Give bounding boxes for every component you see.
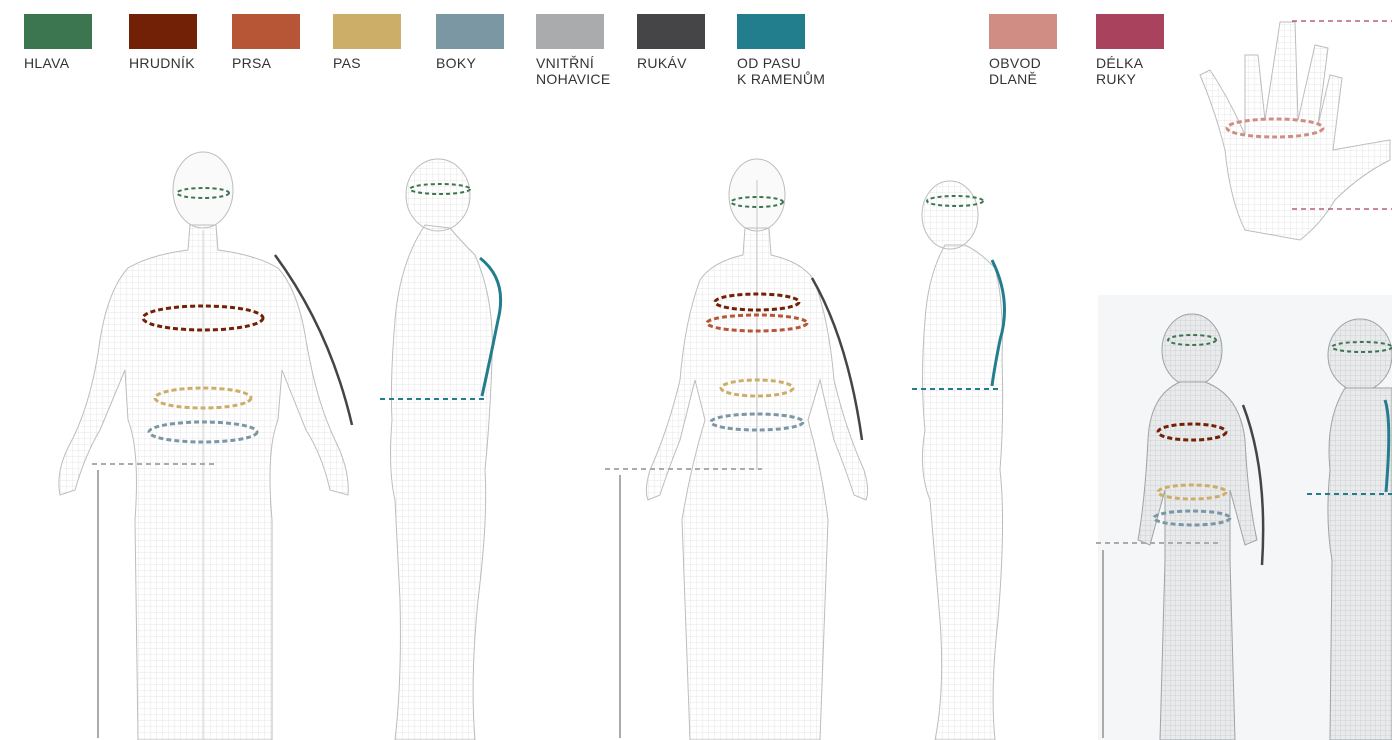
female-front-figure — [646, 159, 867, 740]
legend-swatch — [129, 14, 197, 49]
legend-item-od-pasu-k-ramenum: OD PASU K RAMENŮM — [737, 14, 825, 87]
legend-swatch — [637, 14, 705, 49]
legend-item-boky: BOKY — [436, 14, 504, 71]
legend-label: HLAVA — [24, 55, 92, 71]
male-front-figure — [59, 152, 348, 740]
legend-item-pas: PAS — [333, 14, 401, 71]
legend-label: OBVOD DLANĚ — [989, 55, 1057, 87]
legend-label: PAS — [333, 55, 401, 71]
legend-swatch — [1096, 14, 1164, 49]
legend-swatch — [232, 14, 300, 49]
legend-label: BOKY — [436, 55, 504, 71]
legend-item-prsa: PRSA — [232, 14, 300, 71]
legend-item-vnitrni-nohavice: VNITŘNÍ NOHAVICE — [536, 14, 611, 87]
legend-item-rukav: RUKÁV — [637, 14, 705, 71]
legend-item-delka-ruky: DÉLKA RUKY — [1096, 14, 1164, 87]
legend-swatch — [24, 14, 92, 49]
legend-label: OD PASU K RAMENŮM — [737, 55, 825, 87]
legend-item-hrudnik: HRUDNÍK — [129, 14, 197, 71]
legend-label: PRSA — [232, 55, 300, 71]
legend-swatch — [436, 14, 504, 49]
legend-label: HRUDNÍK — [129, 55, 197, 71]
legend-swatch — [536, 14, 604, 49]
male-side-figure — [391, 159, 493, 740]
legend-swatch — [737, 14, 805, 49]
legend-label: RUKÁV — [637, 55, 705, 71]
legend-label: DÉLKA RUKY — [1096, 55, 1164, 87]
female-side-figure — [922, 181, 1003, 740]
legend-item-obvod-dlane: OBVOD DLANĚ — [989, 14, 1057, 87]
child-figures — [1098, 295, 1392, 740]
legend-swatch — [989, 14, 1057, 49]
legend-item-hlava: HLAVA — [24, 14, 92, 71]
legend-label: VNITŘNÍ NOHAVICE — [536, 55, 611, 87]
legend-swatch — [333, 14, 401, 49]
